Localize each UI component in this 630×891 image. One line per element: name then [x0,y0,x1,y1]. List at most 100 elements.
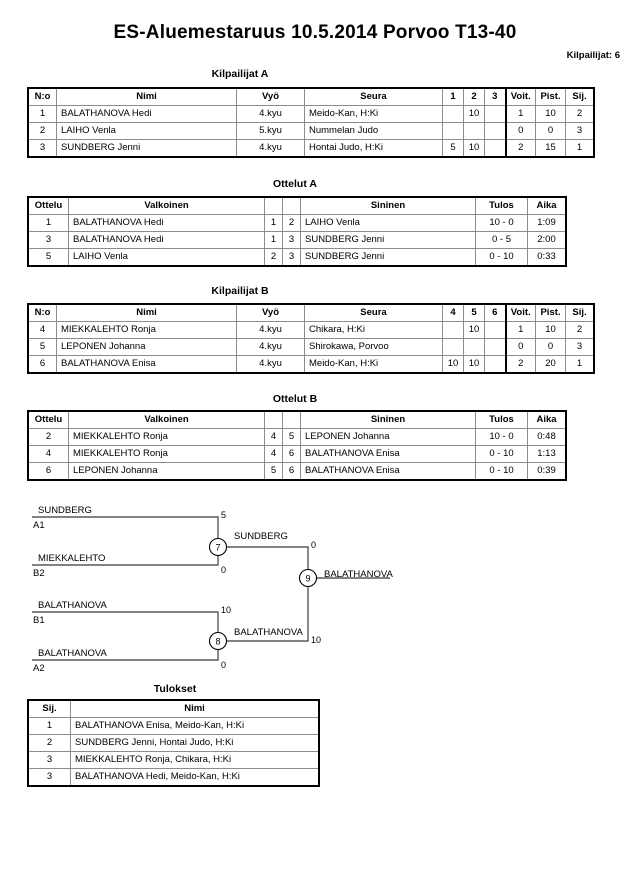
bracket-line-sf8-bottom [32,646,219,661]
bracket-champion: BALATHANOVA [324,569,393,580]
cell-name: MIEKKALEHTO Ronja, Chikara, H:Ki [70,751,319,769]
bracket-entry-name: MIEKKALEHTO [38,553,105,564]
cell-wins: 1 [504,105,536,123]
cell-no: 6 [28,355,57,373]
cell-name: SUNDBERG Jenni [56,139,237,157]
bracket-entry-score: 0 [221,660,226,670]
col-wins: Voit. [504,88,536,106]
cell-belt: 4.kyu [236,355,305,373]
col-m3: 3 [484,88,506,106]
table-row: 6 LEPONEN Johanna 5 6 BALATHANOVA Enisa … [28,462,566,480]
col-white-no [264,197,283,215]
bracket-entry-name: BALATHANOVA [38,600,107,611]
cell-m1 [442,321,464,339]
col-blue: Sininen [300,197,476,215]
cell-rank: 1 [28,717,71,735]
cell-no: 2 [28,122,57,140]
cell-white: LAIHO Venla [68,248,265,266]
cell-club: Nummelan Judo [304,122,443,140]
table-results: Sij. Nimi 1 BALATHANOVA Enisa, Meido-Kan… [27,699,320,787]
cell-belt: 4.kyu [236,105,305,123]
cell-m2: 10 [463,139,485,157]
cell-white-no: 1 [264,214,283,232]
cell-blue: SUNDBERG Jenni [300,248,476,266]
cell-name: BALATHANOVA Hedi [56,105,237,123]
cell-belt: 4.kyu [236,321,305,339]
table-row: 1 BALATHANOVA Hedi 4.kyu Meido-Kan, H:Ki… [28,105,594,123]
col-m2: 2 [463,88,485,106]
page-title: ES-Aluemestaruus 10.5.2014 Porvoo T13-40 [113,22,517,43]
table-row: 4 MIEKKALEHTO Ronja 4 6 BALATHANOVA Enis… [28,445,566,463]
cell-time: 2:00 [527,231,566,249]
cell-points: 15 [535,139,566,157]
competitor-count: Kilpailijat: 6 [566,50,620,61]
table-header-row: N:o Nimi Vyö Seura 1 2 3 Voit. Pist. Sij… [28,88,594,106]
cell-blue-no: 6 [282,445,301,463]
bracket-node-number: 8 [215,637,220,647]
cell-white: MIEKKALEHTO Ronja [68,428,265,446]
col-club: Seura [304,88,443,106]
cell-blue: LAIHO Venla [300,214,476,232]
table-pool-a: N:o Nimi Vyö Seura 1 2 3 Voit. Pist. Sij… [27,87,595,158]
cell-name: BALATHANOVA Hedi, Meido-Kan, H:Ki [70,768,319,786]
cell-result: 0 - 10 [475,445,528,463]
bracket-semifinal-score: 0 [311,540,316,550]
cell-blue-no: 3 [282,248,301,266]
cell-m2: 10 [463,355,485,373]
table-matches-a: Ottelu Valkoinen Sininen Tulos Aika 1 BA… [27,196,567,267]
bracket-node-number: 9 [305,574,310,584]
col-m1: 4 [442,304,464,322]
cell-blue: BALATHANOVA Enisa [300,445,476,463]
table-row: 6 BALATHANOVA Enisa 4.kyu Meido-Kan, H:K… [28,355,594,373]
cell-result: 10 - 0 [475,428,528,446]
cell-name: LEPONEN Johanna [56,338,237,356]
cell-white-no: 5 [264,462,283,480]
table-pool-b: N:o Nimi Vyö Seura 4 5 6 Voit. Pist. Sij… [27,303,595,374]
caption-pool-b: Kilpailijat B [211,285,269,297]
col-belt: Vyö [236,88,305,106]
cell-m2 [463,338,485,356]
col-white-no [264,411,283,429]
bracket-entry-score: 0 [221,565,226,575]
col-white: Valkoinen [68,197,265,215]
cell-no: 4 [28,321,57,339]
cell-rank: 1 [565,139,594,157]
col-time: Aika [527,197,566,215]
cell-white: BALATHANOVA Hedi [68,214,265,232]
cell-white-no: 1 [264,231,283,249]
caption-matches-a: Ottelut A [273,178,317,190]
cell-no: 5 [28,338,57,356]
bracket-node-number: 7 [215,543,220,553]
cell-m2: 10 [463,321,485,339]
col-m2: 5 [463,304,485,322]
cell-rank: 3 [28,768,71,786]
cell-name: LAIHO Venla [56,122,237,140]
cell-wins: 2 [504,139,536,157]
col-name: Nimi [56,304,237,322]
cell-points: 0 [535,122,566,140]
table-row: 1 BALATHANOVA Hedi 1 2 LAIHO Venla 10 - … [28,214,566,232]
table-row: 2 LAIHO Venla 5.kyu Nummelan Judo 0 0 3 [28,122,594,140]
cell-club: Meido-Kan, H:Ki [304,105,443,123]
col-name: Nimi [70,700,319,718]
cell-no: 1 [28,105,57,123]
cell-name: BALATHANOVA Enisa, Meido-Kan, H:Ki [70,717,319,735]
col-blue-no [282,197,301,215]
col-no: N:o [28,304,57,322]
cell-rank: 3 [565,338,594,356]
cell-match-no: 1 [28,214,69,232]
bracket-line-sf7-to-final [227,546,309,573]
bracket-entry-name: BALATHANOVA [38,648,107,659]
bracket-node-7 [208,537,228,557]
cell-rank: 2 [565,321,594,339]
bracket-node-8 [208,631,228,651]
cell-blue-no: 6 [282,462,301,480]
cell-belt: 4.kyu [236,139,305,157]
cell-club: Hontai Judo, H:Ki [304,139,443,157]
bracket-entry-score: 5 [221,510,226,520]
cell-rank: 2 [565,105,594,123]
bracket-entry-seed: B2 [33,568,45,579]
cell-match-no: 5 [28,248,69,266]
cell-time: 1:09 [527,214,566,232]
bracket-line-sf8-top [32,611,219,637]
